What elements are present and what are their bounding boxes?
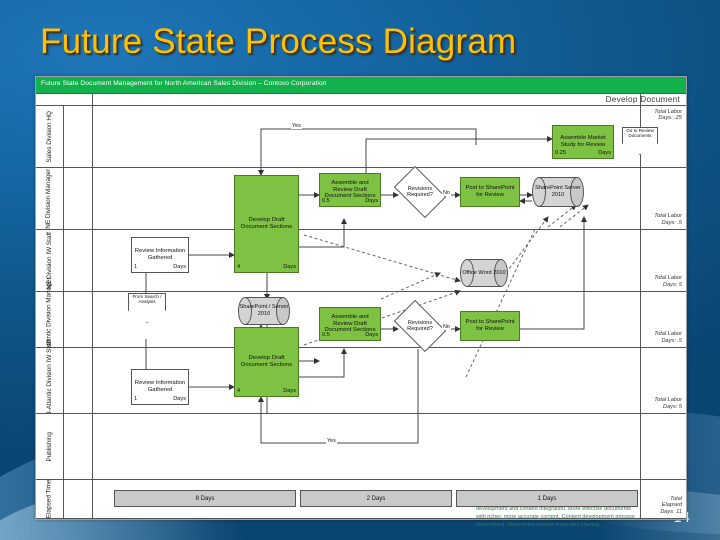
lane-sales-division-hq: Sales Division HQ Total Labor Days: .25: [36, 105, 686, 167]
node-title: SharePoint Server 2010: [535, 185, 581, 198]
node-ne-develop-draft-document-sections[interactable]: Develop Draft Document Sections 4 Days: [234, 175, 299, 273]
edge-label-yes-bottom: Yes: [326, 438, 337, 444]
node-duration-unit: Days: [365, 198, 378, 205]
node-title: Office Word 2010: [462, 269, 506, 276]
cylinder-cap-right: [494, 259, 508, 287]
node-title: Assemble and Review Draft Document Secti…: [324, 179, 376, 200]
diagram-banner-text: Future State Document Management for Nor…: [41, 80, 327, 87]
lane-mid-atlantic-division-iw-staff: Mid-Atlantic Division IW Staff Total Lab…: [36, 340, 686, 421]
node-ne-revisions-required[interactable]: Revisions Required?: [393, 165, 447, 219]
process-diagram: Future State Document Management for Nor…: [35, 76, 687, 528]
lane-total-labor: Total Labor Days: .5: [654, 331, 682, 344]
node-duration: 1: [134, 264, 138, 271]
node-office-word-2010[interactable]: Office Word 2010: [460, 259, 508, 287]
lane-header: NE Division IW Staff: [36, 230, 64, 291]
node-duration: 4: [237, 264, 241, 271]
node-title: Post to SharePoint for Review: [465, 319, 515, 332]
node-duration: 0.5: [322, 332, 330, 339]
node-duration: 0.5: [322, 198, 330, 205]
node-title: From Search / Analysis: [132, 294, 162, 305]
phase-label: Develop Document: [605, 95, 680, 104]
lane-label: Elapsed Time: [45, 479, 53, 519]
node-assemble-market-study[interactable]: Assemble Market Study for Review 0.25 Da…: [552, 125, 614, 159]
lane-label: Sales Division HQ: [45, 110, 53, 163]
node-duration-unit: Days: [283, 264, 296, 271]
node-title: Revisions Required?: [407, 185, 433, 198]
cylinder-cap-right: [276, 297, 290, 325]
lane-total-elapsed: Total Elapsed Days: 11: [660, 495, 682, 515]
node-title: Assemble and Review Draft Document Secti…: [324, 313, 376, 334]
node-duration: 1: [134, 396, 138, 403]
elapsed-bar-2: 2 Days: [300, 490, 452, 507]
lane-total-labor: Total Labor Days: 5: [654, 275, 682, 288]
node-duration: 0.25: [555, 150, 566, 157]
lane-total-labor: Total Labor Days: 5: [654, 397, 682, 410]
lane-label: Publishing: [45, 431, 53, 462]
node-title: SharePoint / Server 2010: [239, 304, 289, 317]
slide-title: Future State Process Diagram: [40, 22, 517, 61]
node-title: Develop Draft Document Sections: [240, 217, 293, 230]
elapsed-bar-1: 8 Days: [114, 490, 296, 507]
node-ma-post-to-sharepoint[interactable]: Post to SharePoint for Review: [460, 311, 520, 341]
node-sharepoint-server-2010-top[interactable]: SharePoint Server 2010: [532, 177, 584, 207]
edge-label-no-mid: No: [442, 324, 451, 330]
cylinder-cap-left: [238, 297, 252, 325]
node-ma-revisions-required[interactable]: Revisions Required?: [393, 299, 447, 353]
lane-header: Publishing: [36, 414, 64, 479]
lane-header: Elapsed Time: [36, 480, 64, 518]
lane-ne-division-iw-staff: NE Division IW Staff Total Labor Days: 5: [36, 229, 686, 291]
node-duration-unit: Days: [173, 264, 186, 271]
lane-header: Mid-Atlantic Division IW Staff: [36, 340, 64, 421]
lane-meta-separator: [640, 93, 641, 519]
node-duration-unit: Days: [365, 332, 378, 339]
node-title: Revisions Required?: [407, 319, 433, 332]
elapsed-bar-3: 1 Days: [456, 490, 638, 507]
node-duration: 4: [237, 388, 241, 395]
elapsed-bar-label: 8 Days: [195, 495, 215, 502]
lane-header: NE Division Manager: [36, 168, 64, 229]
lane-header: Mid-Atlantic Division Manager: [36, 277, 64, 362]
node-ma-develop-draft-document-sections[interactable]: Develop Draft Document Sections 4 Days: [234, 327, 299, 397]
lane-body: [64, 414, 686, 479]
elapsed-bar-label: 1 Days: [537, 495, 557, 502]
node-duration-unit: Days: [598, 150, 611, 157]
node-duration-unit: Days: [173, 396, 186, 403]
lane-label: NE Division Manager: [45, 168, 53, 229]
elapsed-bar-label: 2 Days: [366, 495, 386, 502]
lane-elapsed-time: Elapsed Time Total Elapsed Days: 11: [36, 479, 686, 519]
edge-label-yes-top: Yes: [291, 123, 302, 129]
lane-header-separator: [92, 93, 93, 519]
lane-header: Sales Division HQ: [36, 106, 64, 167]
cylinder-cap-left: [460, 259, 474, 287]
lane-total-labor: Total Labor Days: .25: [654, 109, 682, 122]
node-title: Go to Review Documents: [626, 128, 654, 139]
diagram-top-border: [36, 93, 686, 94]
node-ne-review-information-gathered[interactable]: Review Information Gathered 1 Days: [131, 237, 189, 273]
node-ma-review-information-gathered[interactable]: Review Information Gathered 1 Days: [131, 369, 189, 405]
edge-label-no-top: No: [442, 190, 451, 196]
cylinder-cap-right: [570, 177, 584, 207]
node-from-search-analysis[interactable]: From Search / Analysis: [128, 293, 166, 323]
node-sharepoint-server-2010-mid[interactable]: SharePoint / Server 2010: [238, 297, 290, 325]
node-duration-unit: Days: [283, 388, 296, 395]
node-ne-post-to-sharepoint[interactable]: Post to SharePoint for Review: [460, 177, 520, 207]
node-title: Post to SharePoint for Review: [465, 185, 515, 198]
lane-publishing: Publishing: [36, 413, 686, 479]
lane-label: Mid-Atlantic Division IW Staff: [45, 339, 53, 422]
node-title: Assemble Market Study for Review: [560, 135, 606, 148]
node-ma-assemble-review-draft[interactable]: Assemble and Review Draft Document Secti…: [319, 307, 381, 341]
node-title: Develop Draft Document Sections: [240, 355, 293, 368]
node-ne-assemble-review-draft[interactable]: Assemble and Review Draft Document Secti…: [319, 173, 381, 207]
node-title: Review Information Gathered: [134, 380, 186, 393]
node-goto-review-documents[interactable]: Go to Review Documents: [622, 127, 658, 155]
cylinder-cap-left: [532, 177, 546, 207]
node-title: Review Information Gathered: [134, 248, 186, 261]
lane-total-labor: Total Labor Days: .5: [654, 213, 682, 226]
diagram-banner: Future State Document Management for Nor…: [36, 77, 686, 93]
